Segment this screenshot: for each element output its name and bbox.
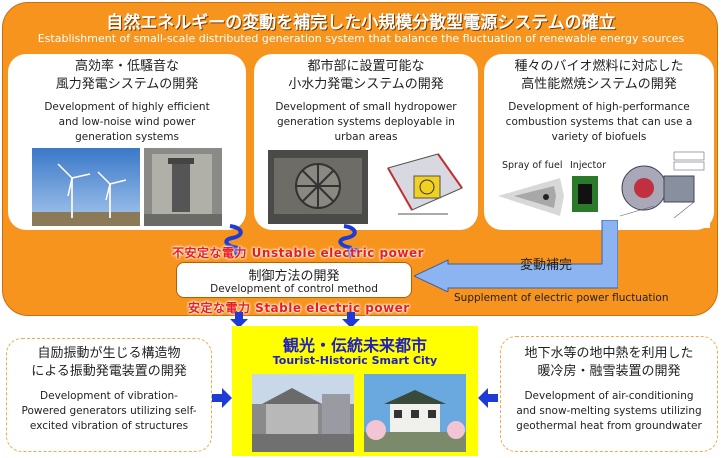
biofuel-title-jp-1: 種々のバイオ燃料に対応した [514, 59, 684, 74]
hydro-wavy-arrow [338, 224, 360, 258]
geothermal-to-city-arrow [478, 388, 498, 408]
hydro-desc-1: Development of small hydropower [275, 101, 457, 113]
smart-city-box: 観光・伝統未来都市 Tourist-Historic Smart City [232, 326, 478, 456]
geothermal-card: 地下水等の地中熱を利用した 暖冷房・融雪装置の開発 Development of… [500, 336, 718, 452]
unstable-power-label: 不安定な電力 Unstable electric power [172, 246, 425, 260]
geothermal-title-jp-1: 地下水等の地中熱を利用した [524, 346, 694, 361]
control-method-en: Development of control method [210, 283, 378, 295]
geothermal-desc-1: Development of air-conditioning [524, 390, 694, 402]
wind-card: 高効率・低騒音な 風力発電システムの開発 Development of high… [8, 54, 246, 230]
historic-castle-photo [364, 374, 466, 452]
geothermal-title-jp-2: 暖冷房・融雪装置の開発 [537, 364, 681, 379]
hydro-title-jp-2: 小水力発電システムの開発 [288, 77, 444, 92]
main-title-en: Establishment of small-scale distributed… [37, 32, 685, 45]
control-method-jp: 制御方法の開発 [248, 269, 340, 284]
stable-power-label: 安定な電力 Stable electric power [188, 301, 410, 315]
vibration-title-jp-2: による振動発電装置の開発 [31, 364, 187, 379]
wind-desc-1: Development of highly efficient [44, 101, 210, 113]
spray-label: Spray of fuel [502, 160, 563, 171]
wind-desc-2: and low-noise wind power [58, 116, 196, 128]
hydro-desc-3: urban areas [334, 131, 398, 143]
down-arrow-right [342, 312, 360, 328]
vibration-desc-2: Powered generators utilizing self- [21, 405, 197, 417]
biofuel-desc-3: variety of biofuels [551, 131, 647, 143]
main-title-jp: 自然エネルギーの変動を補完した小規模分散型電源システムの確立 [106, 13, 616, 33]
biofuel-desc-2: combustion systems that can use a [505, 116, 693, 128]
combustor-diagram [614, 146, 710, 228]
hydro-card: 都市部に設置可能な 小水力発電システムの開発 Development of sm… [254, 54, 478, 230]
wind-desc-3: generation systems [75, 131, 179, 143]
smart-city-title-jp: 観光・伝統未来都市 [282, 336, 427, 355]
fuel-spray-image [494, 174, 566, 220]
city-station-photo [252, 374, 354, 452]
wind-turbine-photo [32, 148, 140, 226]
vibration-desc-3: excited vibration of structures [29, 420, 189, 432]
hydro-design-diagram [378, 148, 470, 226]
compensation-label-en: Supplement of electric power fluctuation [454, 292, 669, 304]
vibration-title-jp-1: 自励振動が生じる構造物 [37, 346, 181, 361]
wind-wavy-arrow [224, 224, 246, 258]
wind-title-jp-1: 高効率・低騒音な [74, 59, 179, 74]
injector-image [568, 172, 602, 216]
vibration-card: 自励振動が生じる構造物 による振動発電装置の開発 Development of … [6, 338, 212, 452]
biofuel-title-jp-2: 高性能燃焼システムの開発 [521, 77, 677, 92]
compensation-arrow [414, 220, 618, 292]
vibration-desc-1: Development of vibration- [40, 390, 178, 402]
biofuel-desc-1: Development of high-performance [508, 101, 690, 113]
geothermal-desc-3: geothermal heat from groundwater [516, 420, 702, 432]
hydro-turbine-photo [268, 150, 368, 224]
geothermal-desc-2: and snow-melting systems utilizing [516, 405, 702, 417]
biofuel-card: 種々のバイオ燃料に対応した 高性能燃焼システムの開発 Development o… [484, 54, 714, 230]
hydro-desc-2: generation systems deployable in [277, 116, 455, 128]
hydro-title-jp-1: 都市部に設置可能な [307, 59, 425, 74]
smart-city-title-en: Tourist-Historic Smart City [272, 354, 438, 367]
injector-label: Injector [570, 160, 606, 171]
control-method-box: 制御方法の開発 Development of control method [176, 262, 412, 298]
wind-title-jp-2: 風力発電システムの開発 [55, 77, 199, 92]
vibration-to-city-arrow [212, 388, 232, 408]
compensation-label-jp: 変動補完 [520, 258, 573, 273]
down-arrow-left [230, 312, 248, 328]
wind-lab-photo [144, 148, 222, 226]
